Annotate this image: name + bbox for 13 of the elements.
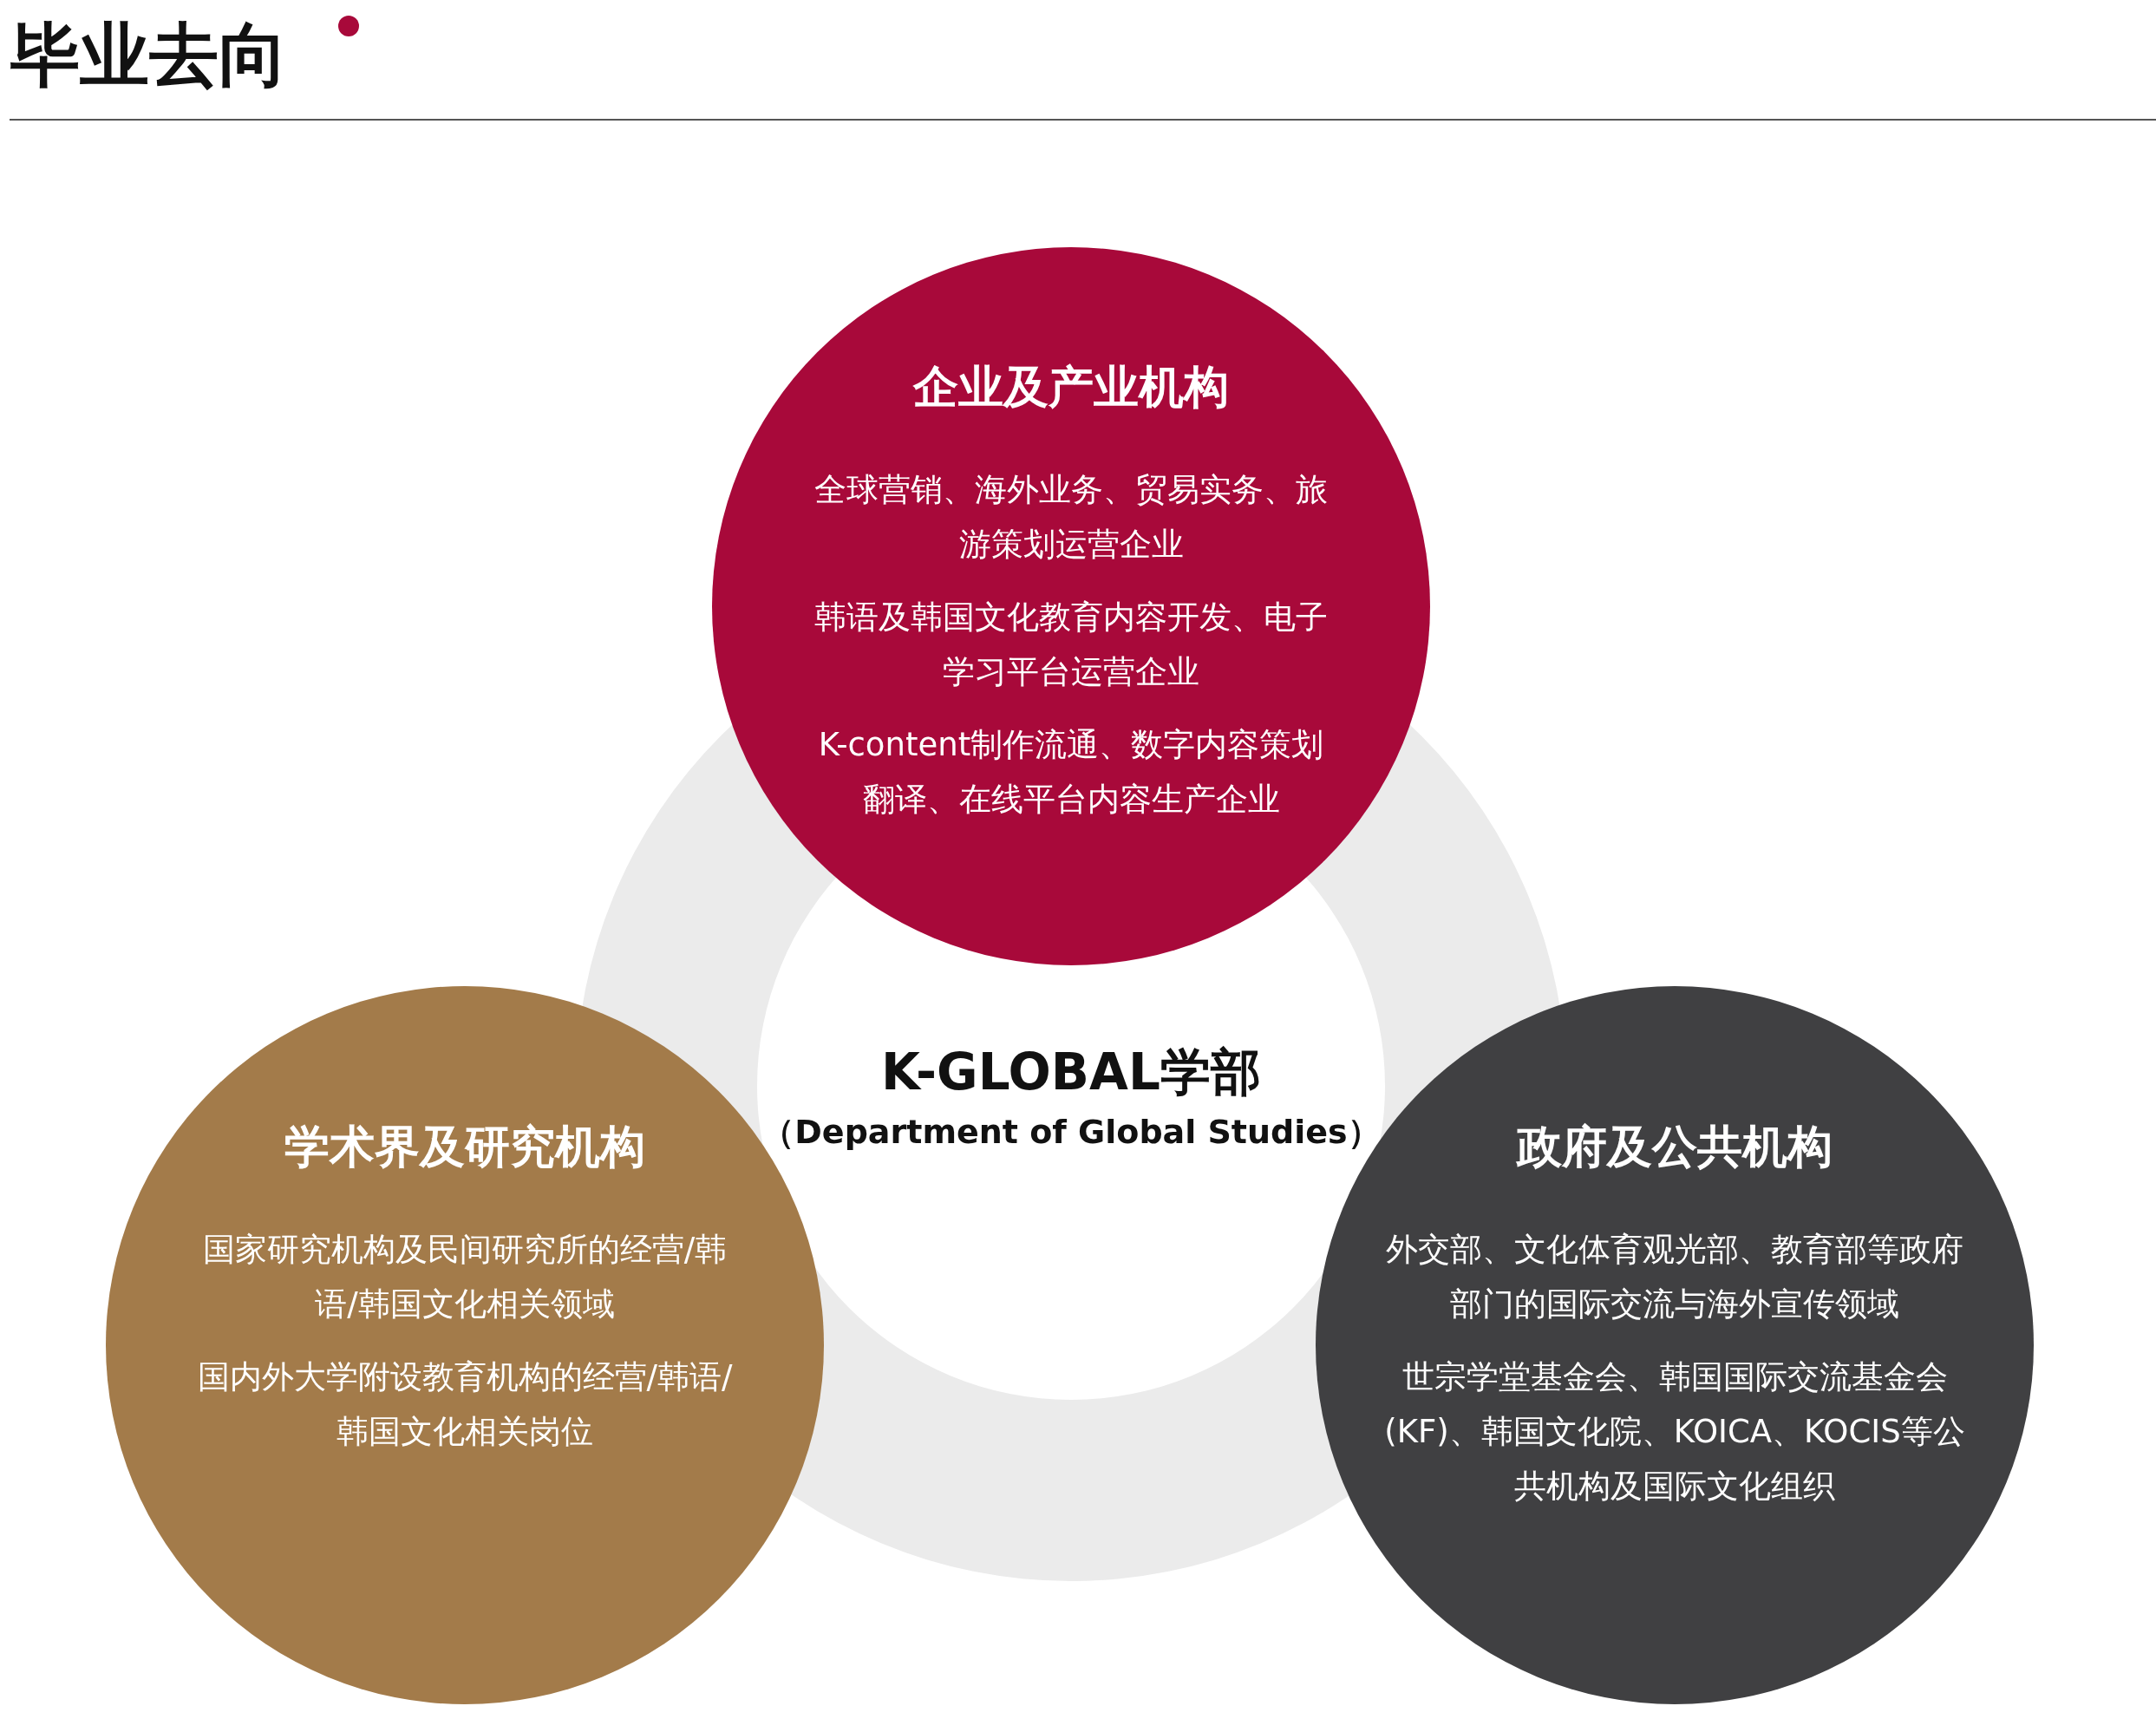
description-text: 世宗学堂基金会、韩国国际交流基金会(KF)、韩国文化院、KOICA、KOCIS等公共机构及国际文化组织 bbox=[1383, 1357, 1966, 1507]
description-text: 外交部、文化体育观光部、教育部等政府部门的国际交流与海外宣传领域 bbox=[1385, 1230, 1964, 1324]
description-text: 国家研究机构及民间研究所的经营/韩语/韩国文化相关领域 bbox=[201, 1230, 728, 1324]
description-text: 全球营销、海外业务、贸易实务、旅游策划运营企业 bbox=[813, 470, 1329, 565]
description-text: K-content制作流通、数字内容策划翻译、在线平台内容生产企业 bbox=[817, 725, 1325, 820]
department-subtitle: （Department of Global Studies） bbox=[761, 1112, 1381, 1153]
description-text: 国内外大学附设教育机构的经营/韩语/韩国文化相关岗位 bbox=[196, 1357, 734, 1452]
category-heading: 政府及公共机构 bbox=[1517, 1120, 1833, 1173]
category-heading: 学术界及研究机构 bbox=[284, 1120, 645, 1173]
category-heading: 企业及产业机构 bbox=[913, 360, 1229, 414]
department-title: K-GLOBAL学部 bbox=[881, 1043, 1261, 1101]
description-text: 韩语及韩国文化教育内容开发、电子学习平台运营企业 bbox=[813, 598, 1329, 692]
page-title: 毕业去向 bbox=[10, 16, 288, 95]
